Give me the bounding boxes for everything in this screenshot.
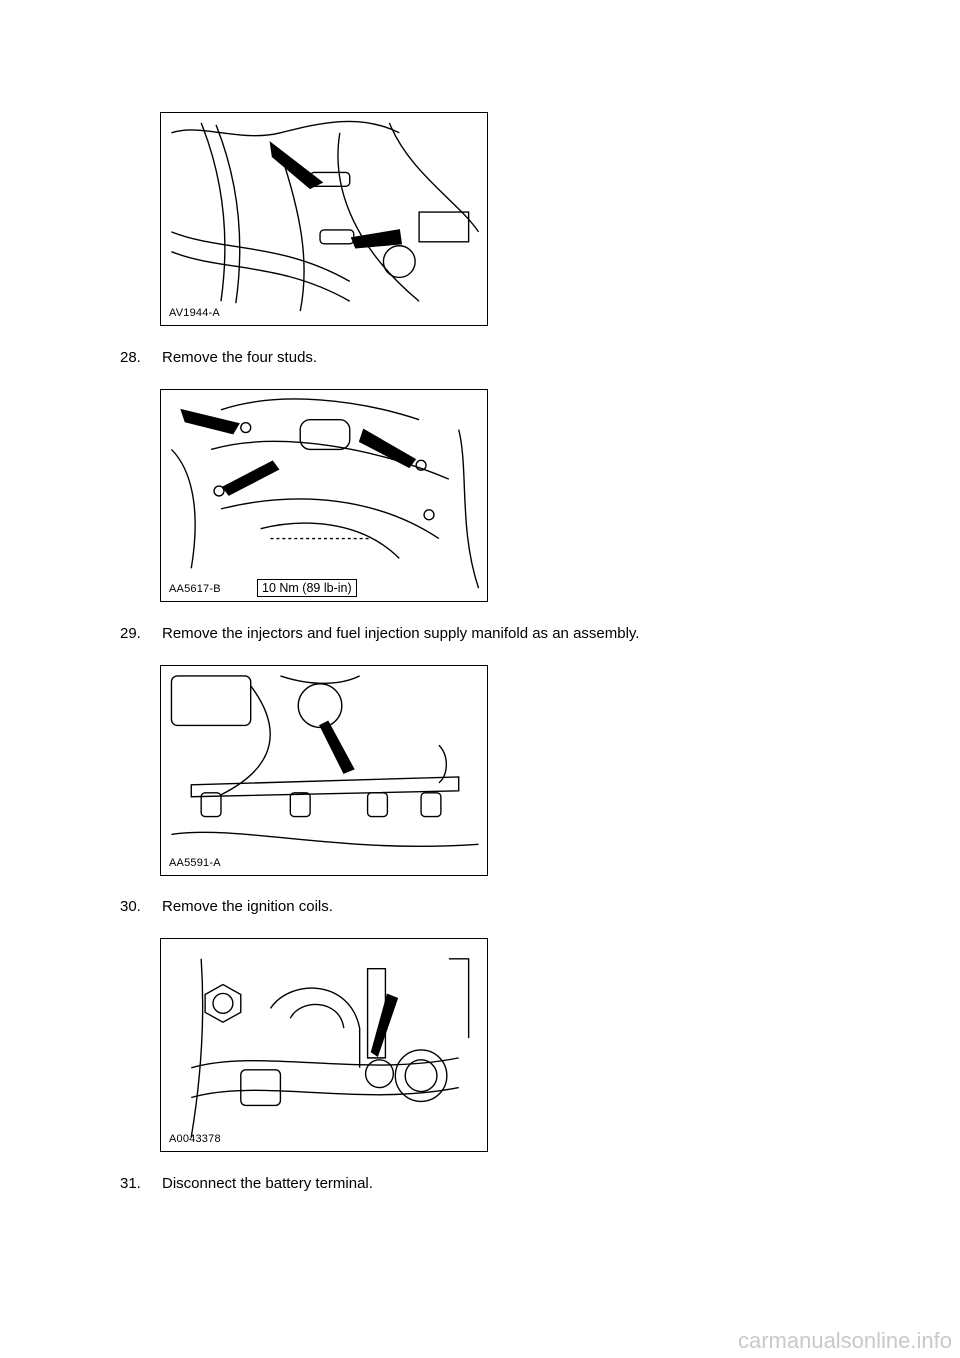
figure-fuel-rail-assembly: AA5591-A	[160, 665, 488, 876]
figure-code: AV1944-A	[169, 307, 220, 319]
step-28: 28. Remove the four studs.	[120, 349, 317, 367]
engine-illustration-1	[171, 120, 480, 312]
engine-illustration-2	[170, 398, 480, 589]
watermark-footer: carmanualsonline.info	[737, 1328, 952, 1353]
step-text: Remove the four studs.	[162, 349, 318, 366]
figure-code: AA5617-B	[169, 583, 221, 595]
step-31: 31. Disconnect the battery terminal.	[120, 1175, 373, 1193]
step-number: 28.	[120, 349, 141, 366]
figure-intake-manifold-studs: AA5617-B 10 Nm (89 lb-in)	[160, 389, 488, 602]
step-text: Remove the injectors and fuel injection …	[162, 625, 640, 642]
figure-code: A0043378	[169, 1133, 221, 1145]
engine-illustration-4	[190, 958, 470, 1138]
engine-illustration-3	[170, 675, 479, 848]
step-number: 31.	[120, 1175, 141, 1192]
step-number: 29.	[120, 625, 141, 642]
step-29: 29. Remove the injectors and fuel injecti…	[120, 625, 639, 643]
step-text: Disconnect the battery terminal.	[162, 1175, 373, 1192]
step-number: 30.	[120, 898, 141, 915]
torque-spec-label: 10 Nm (89 lb-in)	[257, 579, 357, 597]
figure-code: AA5591-A	[169, 857, 221, 869]
figure-fuel-line-disconnect: AV1944-A	[160, 112, 488, 326]
step-text: Remove the ignition coils.	[162, 898, 333, 915]
step-30: 30. Remove the ignition coils.	[120, 898, 333, 916]
figure-ignition-coil: A0043378	[160, 938, 488, 1152]
